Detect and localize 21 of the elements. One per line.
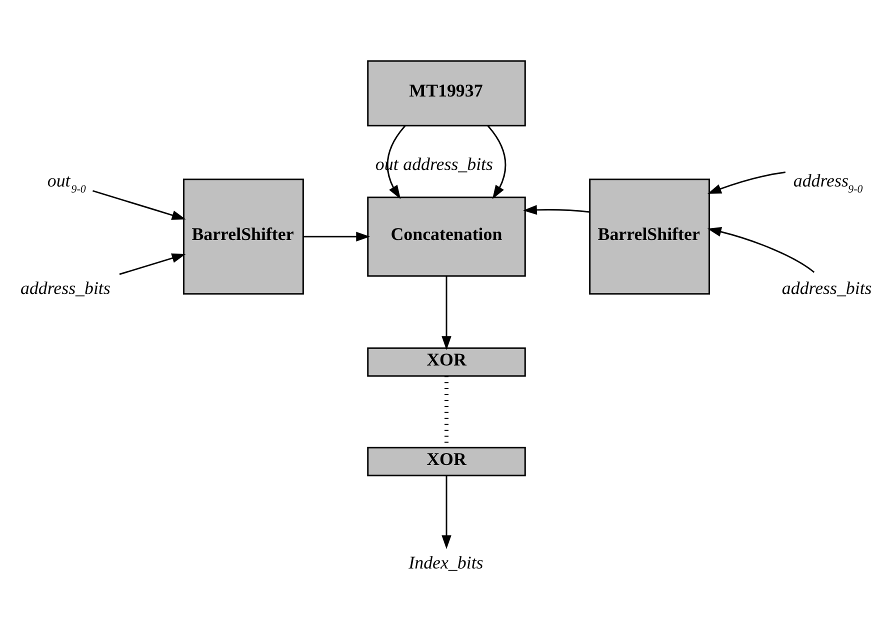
arrow — [442, 276, 452, 350]
arrow — [303, 231, 370, 242]
arrow — [442, 475, 452, 549]
node-box: XOR — [367, 446, 526, 476]
edge-label: address_bits — [403, 154, 493, 174]
node-box: XOR — [367, 346, 526, 376]
node-text: out$_{9-0}$ — [47, 170, 86, 195]
arrow — [707, 171, 786, 194]
node-box: BarrelShifter — [183, 178, 304, 294]
node-text: address$_{9-0}$ — [793, 170, 863, 195]
arrow — [119, 252, 186, 274]
arrow — [707, 226, 815, 272]
node-box: BarrelShifter — [589, 178, 710, 294]
arrow — [522, 204, 590, 214]
node-text: address_bits — [782, 277, 872, 298]
node-box: Concatenation — [367, 196, 526, 276]
node-box: MT19937 — [367, 60, 526, 126]
node-text: Index_bits — [408, 552, 484, 572]
arrow — [487, 124, 506, 199]
arrow — [92, 190, 186, 220]
node-text: address_bits — [20, 277, 110, 298]
